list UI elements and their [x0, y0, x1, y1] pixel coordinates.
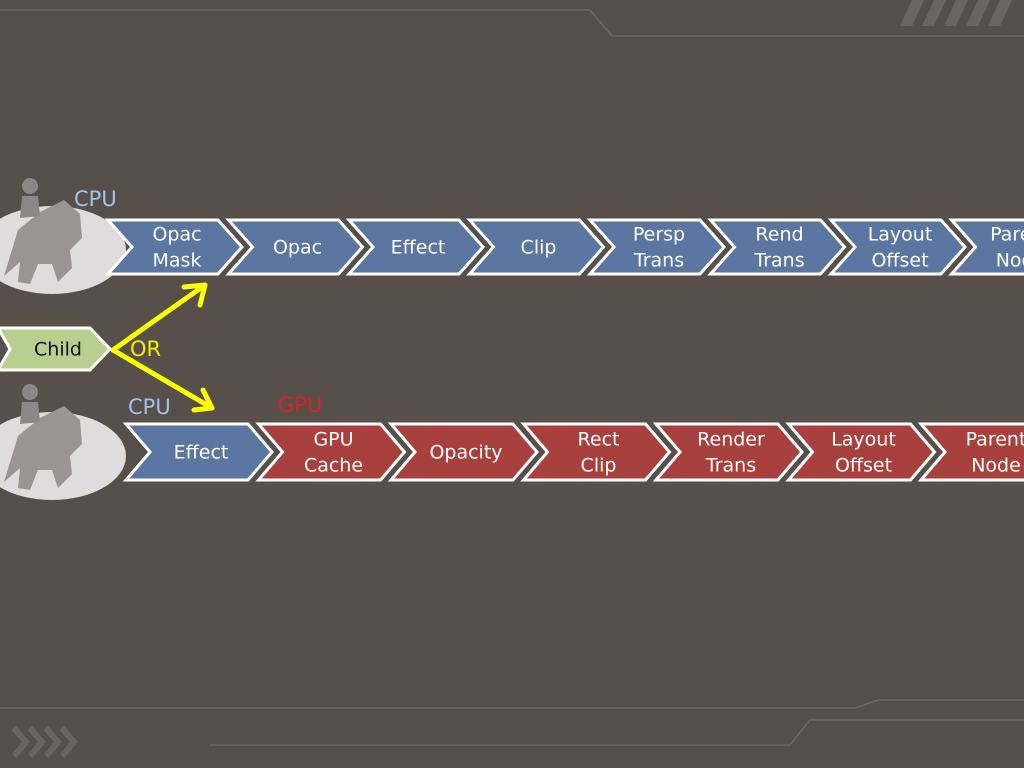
- gpu-row-chevron-0: [122, 422, 274, 482]
- arrow-to-cpu-row: [110, 282, 208, 353]
- cpu-row-chevron-4-label-0: Persp: [633, 224, 685, 246]
- gpu-row-chevron-1-label-0: GPU: [313, 429, 353, 451]
- gpu-row-chevron-6: [917, 422, 1024, 482]
- cpu-row-chevron-7-label-0: Parent: [990, 224, 1024, 246]
- cpu-row-chevron-1: [225, 218, 365, 276]
- child-chevron: [0, 326, 113, 372]
- branch-arrows: [110, 282, 215, 413]
- cpu-row-chevron-0: [104, 218, 245, 276]
- gpu-row-chevron-5-label-1: Offset: [835, 455, 892, 477]
- cpu-row-chevron-3: [466, 218, 606, 276]
- cpu-row-chevron-0-label-1: Mask: [153, 250, 202, 272]
- arrowhead-down-icon: [191, 387, 215, 413]
- gpu-row-chevron-2: [387, 422, 539, 482]
- or-label: OR: [130, 337, 161, 361]
- cpu-label-top: CPU: [74, 187, 117, 211]
- gpu-label: GPU: [278, 393, 322, 417]
- cpu-row-chevron-3-label-0: Clip: [521, 237, 557, 259]
- cpu-row-chevron-1-label-0: Opac: [273, 237, 322, 259]
- cpu-row-chevron-0-label-0: Opac: [152, 224, 201, 246]
- cpu-row-chevron-2-label-0: Effect: [391, 237, 446, 259]
- gpu-row-chevron-4-label-1: Trans: [705, 455, 756, 477]
- child-node: Child: [0, 326, 113, 372]
- cpu-row-chevron-5: [707, 218, 847, 276]
- arrowhead-up-icon: [181, 282, 208, 308]
- frame-decoration: [0, 9, 1024, 746]
- cpu-row-chevron-4: [586, 218, 727, 276]
- cpu-row-chevron-2: [345, 218, 486, 276]
- gpu-row-chevron-2-label-0: Opacity: [429, 442, 502, 464]
- stripe-decoration-top: [900, 0, 1012, 26]
- cpu-row-chevron-6-label-1: Offset: [871, 250, 928, 272]
- gpu-row-chevron-3-label-0: Rect: [578, 429, 620, 451]
- gpu-row-chevron-1-label-1: Cache: [304, 455, 363, 477]
- cpu-row-chevron-4-label-1: Trans: [633, 250, 684, 272]
- cpu-row-chevron-5-label-0: Rend: [755, 224, 803, 246]
- cpu-row-chevron-7: [948, 218, 1024, 276]
- gpu-row-chevron-4-label-0: Render: [697, 429, 765, 451]
- gpu-row-chevron-3: [520, 422, 672, 482]
- horse-rider-image-top: [0, 178, 126, 294]
- chevron-decoration-bottom: [11, 726, 78, 758]
- gpu-row-chevron-5: [785, 422, 937, 482]
- arrow-to-gpu-row: [110, 347, 215, 411]
- gpu-row-chevron-5-label-0: Layout: [831, 429, 896, 451]
- cpu-row-chevron-5-label-1: Trans: [753, 250, 804, 272]
- child-label: Child: [34, 339, 82, 361]
- cpu-row-chevron-6: [827, 218, 968, 276]
- horse-rider-image-bottom: [0, 384, 126, 500]
- gpu-row-chevron-6-label-0: Parent: [966, 429, 1024, 451]
- cpu-row-chevron-6-label-0: Layout: [868, 224, 933, 246]
- cpu-label-bottom: CPU: [128, 395, 171, 419]
- gpu-row-chevron-0-label-0: Effect: [174, 442, 229, 464]
- gpu-row-chevron-1: [255, 422, 407, 482]
- gpu-row-chevron-3-label-1: Clip: [581, 455, 617, 477]
- gpu-row-chevron-6-label-1: Node: [971, 455, 1021, 477]
- gpu-row-chevron-4: [652, 422, 804, 482]
- cpu-row-chevron-7-label-1: Node: [996, 250, 1024, 272]
